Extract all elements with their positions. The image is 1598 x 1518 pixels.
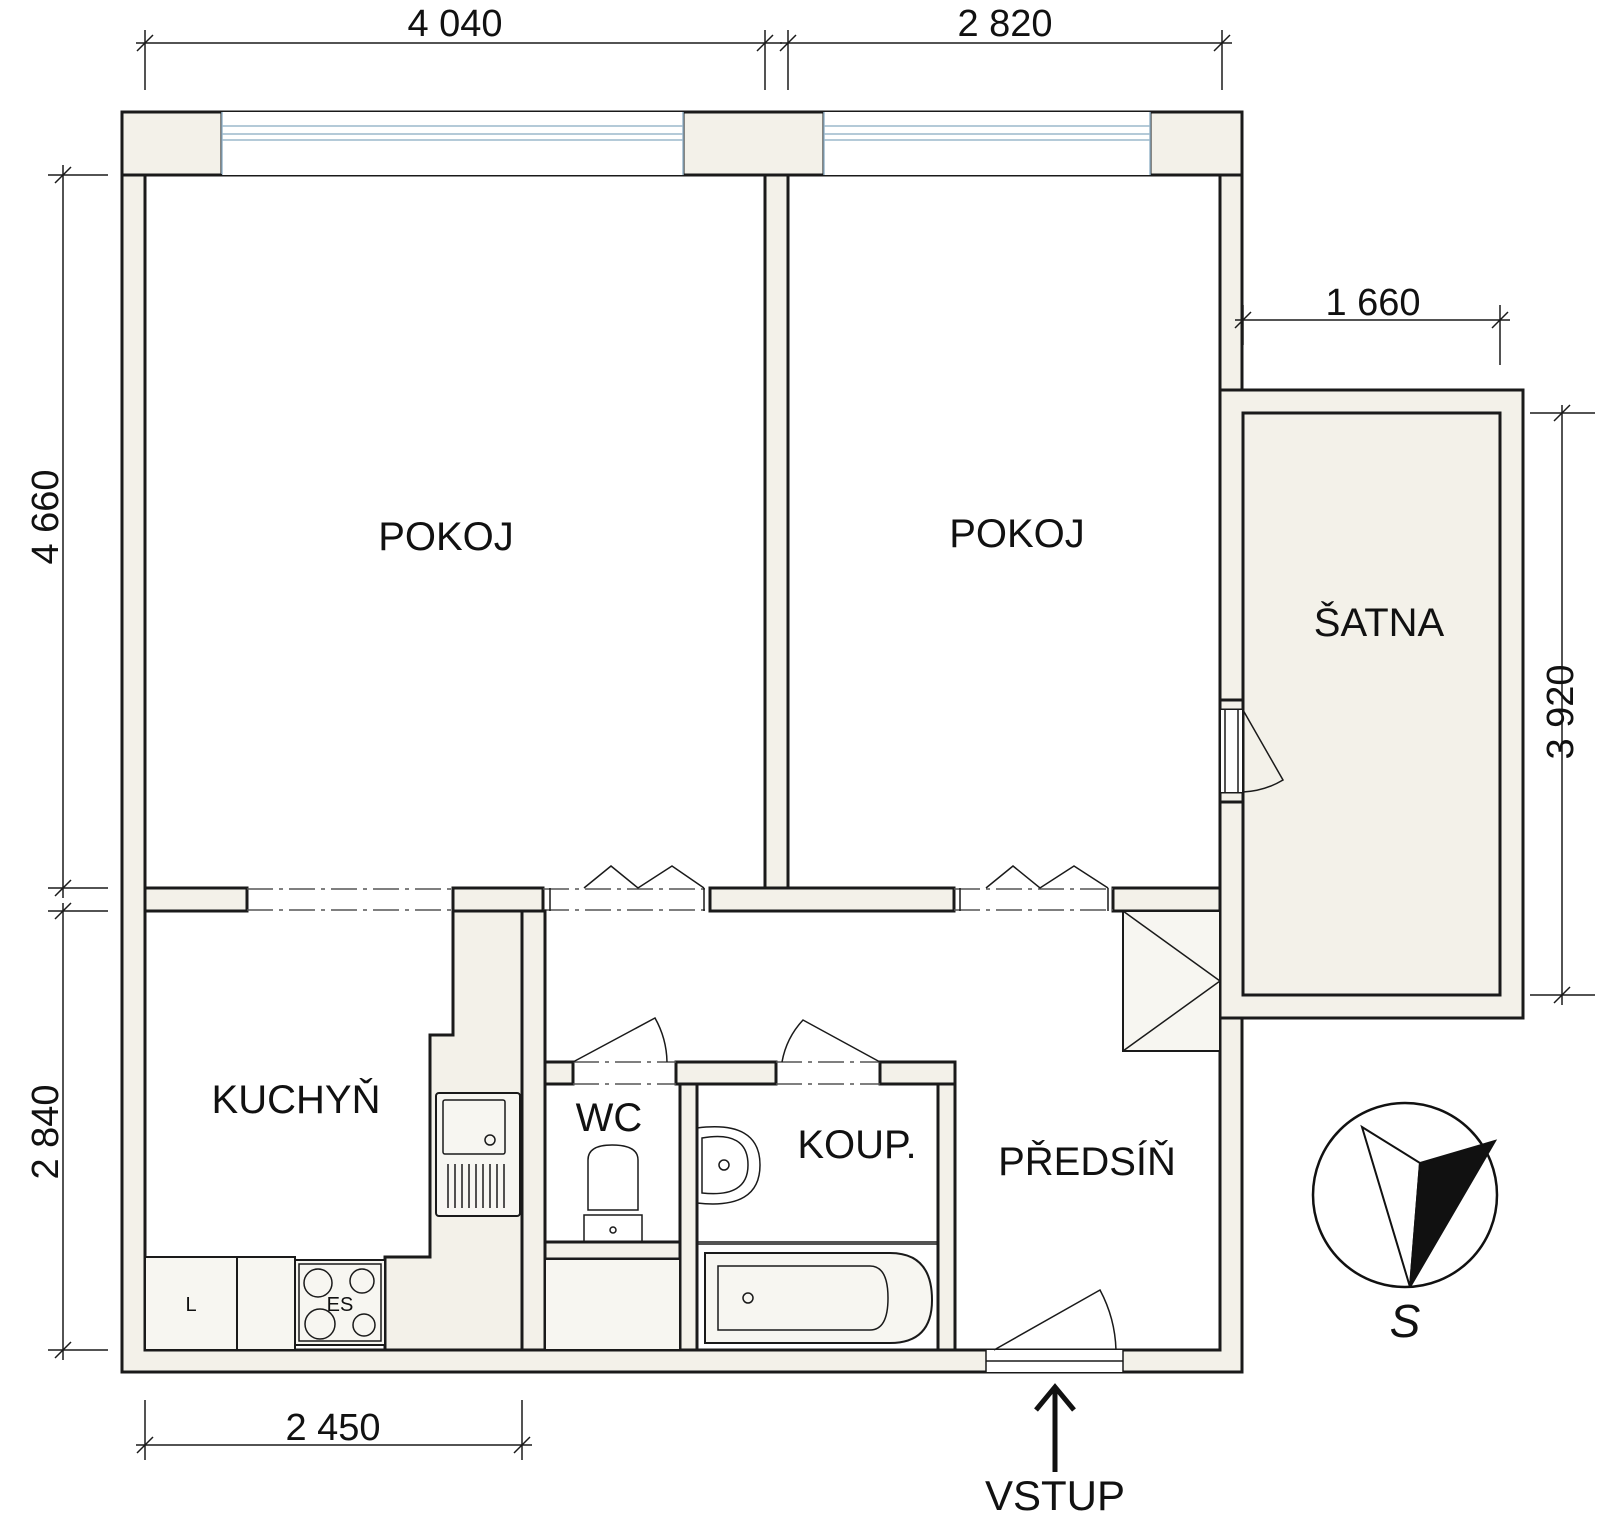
dimension-top-left-label: 4 040: [407, 3, 502, 45]
washbasin: [696, 1126, 761, 1205]
fridge-label: L: [185, 1294, 196, 1316]
wall-wc-bath: [678, 1082, 699, 1352]
dimension-satna-height: 3 920: [1530, 404, 1595, 1005]
dimension-bottom-label: 2 450: [285, 1407, 380, 1449]
entrance-door[interactable]: [985, 1288, 1124, 1372]
dimension-satna-width: 1 660: [1234, 282, 1510, 365]
window-pier-left: [120, 110, 224, 177]
dimension-bottom: 2 450: [136, 1400, 532, 1460]
window-pier-middle: [681, 110, 826, 177]
wall-bath-divider: [696, 1241, 939, 1245]
wc-door[interactable]: [572, 1016, 668, 1063]
kitchen-counter-low: [236, 1256, 296, 1351]
kitchen-sink: [435, 1092, 521, 1217]
room-label-satna: ŠATNA: [1314, 600, 1445, 645]
dimension-satna-width-label: 1 660: [1325, 282, 1420, 324]
window-pier-right: [1148, 110, 1244, 177]
dimension-top-left: 4 040: [136, 3, 782, 90]
partition-horizontal-4: [1111, 886, 1222, 913]
dimension-satna-height-label: 3 920: [1540, 664, 1582, 759]
room-label-predsin: PŘEDSÍŇ: [998, 1139, 1176, 1184]
satna-door-jamb-top: [1218, 698, 1245, 712]
wall-wc-top-c: [878, 1060, 957, 1086]
room-label-kuchyn: KUCHYŇ: [212, 1077, 381, 1122]
stove: ES: [294, 1259, 386, 1346]
fridge: L: [144, 1256, 238, 1351]
room-label-koupelna: KOUP.: [797, 1123, 916, 1167]
hall-closet: [1122, 910, 1222, 1052]
window-left: [221, 112, 684, 175]
partition-horizontal-1: [143, 886, 249, 913]
partition-rooms: [763, 173, 790, 890]
toilet: [583, 1144, 643, 1243]
entrance-arrow-icon: [1034, 1383, 1076, 1472]
window-right: [823, 112, 1151, 175]
wall-bath-hall: [936, 1082, 957, 1352]
room-label-wc: WC: [576, 1096, 643, 1140]
dimension-left-upper-label: 4 660: [25, 469, 67, 564]
partition-kitchen-hall: [520, 909, 547, 1352]
satna-door-jamb-bottom: [1218, 790, 1245, 804]
wall-wc-top-b: [674, 1060, 778, 1086]
wall-wc-bottom: [543, 1240, 682, 1261]
room-label-pokoj-right: POKOJ: [949, 512, 1085, 556]
dimension-top-right: 2 820: [779, 3, 1232, 90]
dimension-left-upper: 4 660: [25, 165, 108, 898]
bathtub: [704, 1252, 934, 1344]
storage-box: [544, 1258, 681, 1351]
dimension-left-lower-label: 2 840: [25, 1084, 67, 1179]
stove-label: ES: [327, 1294, 354, 1316]
dimension-left-lower: 2 840: [25, 902, 108, 1360]
dimension-top-right-label: 2 820: [957, 3, 1052, 45]
bath-door[interactable]: [781, 1019, 881, 1063]
compass-icon: [1311, 1101, 1499, 1289]
wall-wc-top-a: [543, 1060, 575, 1086]
room-label-pokoj-left: POKOJ: [378, 515, 514, 559]
entrance-label: VSTUP: [985, 1472, 1125, 1518]
compass-label: S: [1390, 1295, 1421, 1347]
partition-horizontal-2: [451, 886, 545, 913]
partition-horizontal-3: [708, 886, 956, 913]
